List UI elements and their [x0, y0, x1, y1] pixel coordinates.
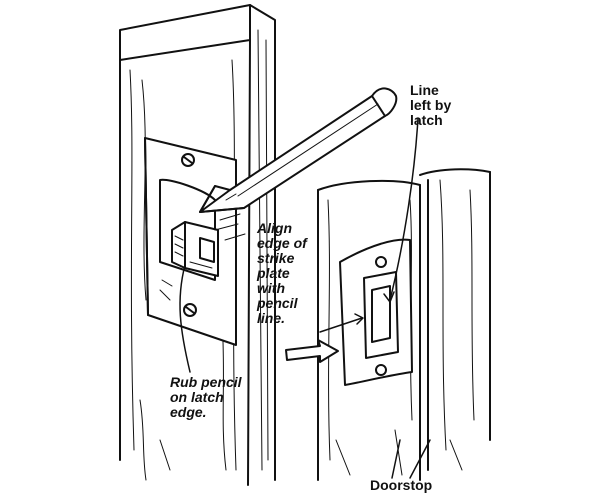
door-jamb-drawing	[317, 168, 491, 481]
align-edge-line-6: pencil	[257, 295, 298, 311]
rub-label-line-1: Rub pencil	[170, 374, 242, 390]
align-edge-line-7: line.	[257, 310, 286, 326]
pencil-drawing	[199, 87, 398, 241]
line-left-by-latch-label: Line left by latch	[410, 83, 451, 128]
align-edge-line-2: edge of	[257, 235, 307, 251]
doorstop-label: Doorstop	[370, 478, 432, 493]
rub-label-line-2: on latch	[170, 389, 224, 405]
rub-pencil-label: Rub pencil on latch edge.	[170, 375, 242, 420]
line-label-line-3: latch	[410, 112, 443, 128]
leader-lines	[179, 117, 431, 479]
line-label-line-1: Line	[410, 82, 439, 98]
align-edge-label: Align edge of strike plate with pencil l…	[257, 221, 307, 326]
line-label-line-2: left by	[410, 97, 452, 113]
align-edge-line-5: with	[257, 280, 285, 296]
align-edge-line-4: plate	[257, 265, 290, 281]
align-edge-line-3: strike	[257, 250, 295, 266]
align-edge-line-1: Align	[257, 220, 292, 236]
doorstop-text: Doorstop	[370, 477, 433, 493]
rub-label-line-3: edge.	[170, 404, 207, 420]
